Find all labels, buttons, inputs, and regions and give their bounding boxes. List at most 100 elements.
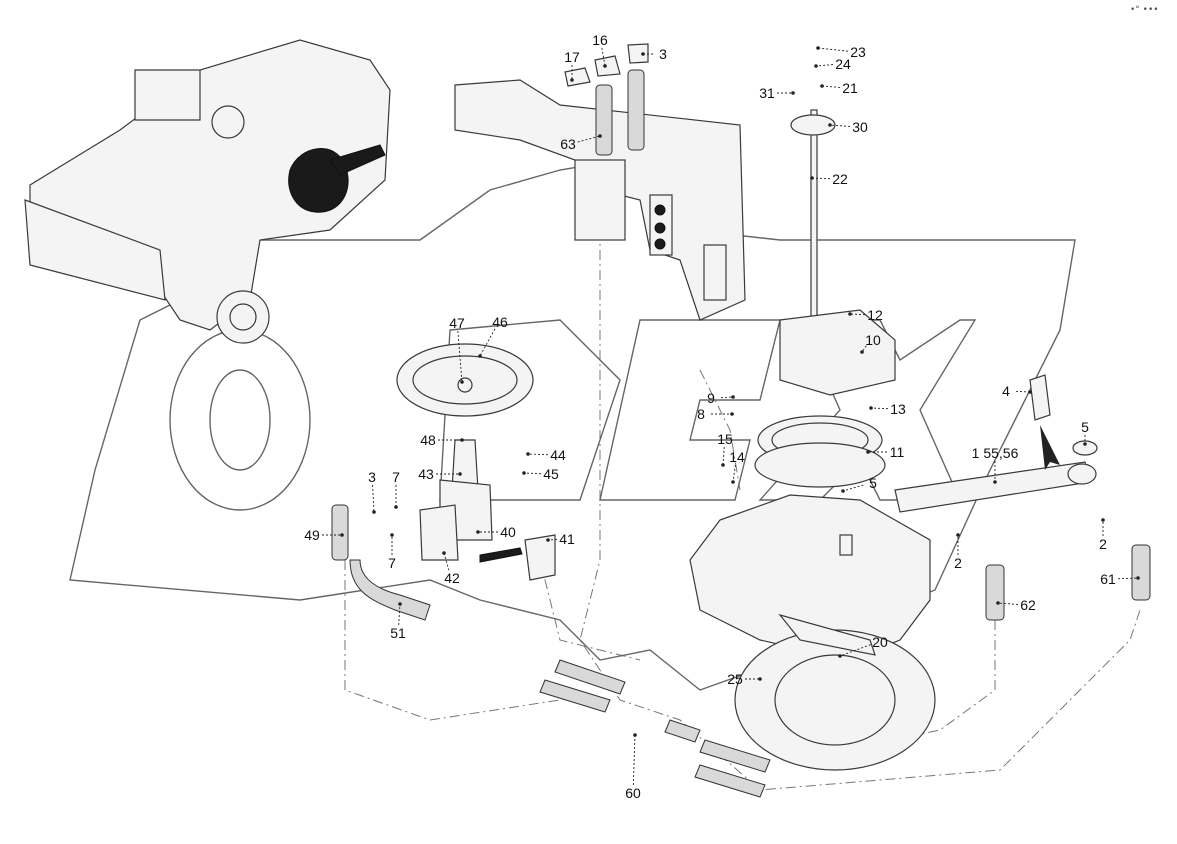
- leader-tip: [546, 538, 550, 542]
- part-number: 13: [890, 401, 906, 417]
- part-number: 45: [543, 466, 559, 482]
- leader-tip: [458, 472, 462, 476]
- part-number: 1 55,56: [972, 445, 1019, 461]
- leader-line: [811, 177, 831, 180]
- callout-c17: 17: [564, 49, 580, 82]
- steering-wheel: [396, 343, 534, 417]
- leader-tip: [1136, 576, 1140, 580]
- leader-tip: [731, 395, 735, 399]
- hose-49: [331, 504, 349, 561]
- part-number: 9: [707, 390, 715, 406]
- leader-line: [815, 64, 834, 67]
- leader-line: [997, 602, 1019, 605]
- leader-tip: [869, 406, 873, 410]
- hoses: [331, 43, 1151, 798]
- part-number: 48: [420, 432, 436, 448]
- part-number: 63: [560, 136, 576, 152]
- part-number: 43: [418, 466, 434, 482]
- leader-tip: [828, 123, 832, 127]
- part-number: 25: [727, 671, 743, 687]
- leader-line: [457, 330, 463, 383]
- callout-c5b: 5: [841, 475, 877, 493]
- callout-c63: 63: [560, 134, 602, 152]
- leader-tip: [522, 471, 526, 475]
- part-number: 7: [388, 555, 396, 571]
- leader-tip: [398, 602, 402, 606]
- part-number: 21: [842, 80, 858, 96]
- leader-line: [821, 85, 841, 88]
- leader-tip: [478, 354, 482, 358]
- valve-block: [454, 79, 746, 321]
- callout-c24: 24: [814, 56, 851, 72]
- callout-c25: 25: [727, 671, 762, 687]
- callout-c51: 51: [390, 602, 406, 641]
- callout-c23: 23: [816, 44, 866, 60]
- leader-tip: [758, 677, 762, 681]
- callout-c20: 20: [838, 634, 888, 658]
- leader-line: [849, 313, 866, 316]
- part-number: 10: [865, 332, 881, 348]
- callout-c40: 40: [476, 524, 516, 540]
- part-number: 5: [869, 475, 877, 491]
- part-number: 3: [659, 46, 667, 62]
- part-number: 24: [835, 56, 851, 72]
- part-number: 11: [890, 444, 905, 460]
- callout-c15556: 1 55,56: [972, 445, 1019, 484]
- leader-line: [839, 644, 871, 657]
- leader-line: [1117, 577, 1139, 580]
- callout-c4: 4: [1002, 383, 1032, 399]
- leader-tip: [390, 533, 394, 537]
- callout-c31: 31: [759, 85, 795, 101]
- hose-63: [595, 84, 613, 156]
- callout-c11: 11: [866, 444, 904, 460]
- part-number: 23: [850, 44, 866, 60]
- leader-line: [601, 47, 606, 67]
- steering-unit: [419, 439, 556, 581]
- hose-62: [985, 564, 1005, 621]
- leader-tip: [810, 176, 814, 180]
- leader-tip: [816, 46, 820, 50]
- part-number: 22: [832, 171, 848, 187]
- leader-tip: [848, 312, 852, 316]
- part-number: 60: [625, 785, 641, 801]
- part-number: 14: [729, 449, 745, 465]
- leader-tip: [791, 91, 795, 95]
- leader-line: [861, 345, 867, 353]
- callout-c14: 14: [729, 449, 745, 484]
- part-number: 31: [759, 85, 775, 101]
- part-number: 40: [500, 524, 516, 540]
- leader-tip: [993, 480, 997, 484]
- callout-c15: 15: [717, 431, 733, 467]
- callout-c45: 45: [522, 466, 559, 482]
- hose-51: [349, 559, 431, 621]
- corner-mark: •° •••: [1130, 5, 1159, 15]
- callout-c43: 43: [418, 466, 462, 482]
- leader-tip: [860, 350, 864, 354]
- callout-c8: 8: [697, 406, 734, 422]
- part-number: 8: [697, 406, 705, 422]
- leader-tip: [1028, 390, 1032, 394]
- part-number: 20: [872, 634, 888, 650]
- leader-tip: [603, 64, 607, 68]
- leader-line: [829, 124, 851, 127]
- callout-c61: 61: [1100, 571, 1140, 587]
- part-number: 46: [492, 314, 508, 330]
- leader-line: [1015, 390, 1031, 393]
- callout-c9: 9: [707, 390, 735, 406]
- leader-tip: [526, 452, 530, 456]
- part-number: 4: [1002, 383, 1010, 399]
- part-number: 3: [368, 469, 376, 485]
- leader-tip: [820, 84, 824, 88]
- part-number: 2: [1099, 536, 1107, 552]
- leader-tip: [394, 505, 398, 509]
- callout-c44: 44: [526, 447, 566, 463]
- leader-tip: [996, 601, 1000, 605]
- leader-line: [722, 446, 725, 466]
- leader-line: [479, 328, 496, 357]
- callout-c62: 62: [996, 597, 1036, 613]
- leader-line: [372, 484, 375, 513]
- leader-tip: [814, 64, 818, 68]
- part-number: 51: [390, 625, 406, 641]
- machine-overview: [24, 39, 391, 344]
